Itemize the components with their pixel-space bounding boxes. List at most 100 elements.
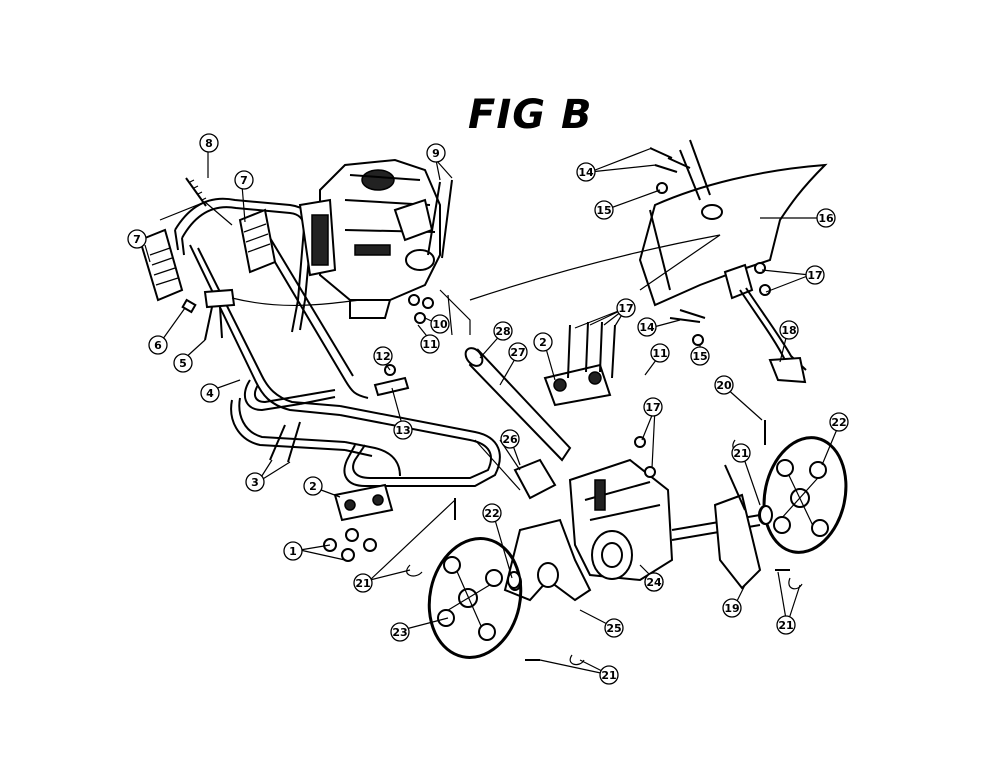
callout-circle	[500, 429, 520, 449]
callout-17: 17	[616, 298, 636, 318]
callout-23: 23	[390, 622, 410, 642]
callout-7: 7	[234, 170, 254, 190]
callout-circle	[245, 472, 265, 492]
callout-number: 23	[392, 626, 407, 639]
callout-21: 21	[731, 443, 751, 463]
callout-number: 25	[606, 622, 621, 635]
callout-18: 18	[779, 320, 799, 340]
engine	[298, 158, 441, 319]
callout-11: 11	[420, 334, 440, 354]
callout-12: 12	[373, 346, 393, 366]
pins-21	[406, 420, 803, 666]
callout-15: 15	[690, 346, 710, 366]
spacer-22-right	[759, 505, 773, 525]
callout-number: 24	[646, 576, 662, 589]
callout-circle	[829, 412, 849, 432]
callout-14: 14	[576, 162, 596, 182]
callout-number: 11	[422, 338, 437, 351]
depth-bar	[723, 263, 807, 384]
callout-circle	[643, 397, 663, 417]
callout-number: 22	[484, 507, 499, 520]
callout-circle	[390, 622, 410, 642]
tine-right	[713, 464, 772, 590]
callout-circle	[690, 346, 710, 366]
shield	[638, 139, 828, 307]
callout-1: 1	[283, 541, 303, 561]
callout-number: 17	[645, 401, 660, 414]
handle-grip-left	[138, 228, 184, 302]
callout-circle	[650, 343, 670, 363]
bracket-26	[513, 458, 557, 500]
callout-number: 12	[375, 350, 390, 363]
clamp-upper	[543, 321, 616, 407]
callout-circle	[393, 420, 413, 440]
callout-14: 14	[637, 317, 657, 337]
callout-number: 4	[206, 387, 214, 400]
callout-2: 2	[533, 332, 553, 352]
callout-19: 19	[722, 598, 742, 618]
callout-layer: 1223456778910111112131414151516171717181…	[127, 133, 849, 685]
callout-number: 15	[596, 204, 611, 217]
callout-number: 3	[251, 476, 259, 489]
callout-circle	[576, 162, 596, 182]
callout-number: 16	[818, 212, 834, 225]
callout-number: 17	[618, 302, 633, 315]
callout-number: 21	[601, 669, 616, 682]
handle-grip-right	[238, 208, 277, 274]
callout-circle	[127, 229, 147, 249]
callout-number: 28	[495, 325, 510, 338]
callout-number: 5	[179, 357, 187, 370]
callout-number: 21	[778, 619, 793, 632]
callout-number: 10	[432, 318, 448, 331]
clamp-lower	[323, 483, 394, 562]
callout-17: 17	[805, 265, 825, 285]
callout-circle	[426, 143, 446, 163]
handle-frame	[174, 197, 501, 487]
clamp-12-13	[373, 364, 410, 397]
callout-number: 15	[692, 350, 707, 363]
callout-3: 3	[245, 472, 265, 492]
callout-circle	[722, 598, 742, 618]
bolt-8	[185, 177, 207, 207]
callout-number: 14	[578, 166, 594, 179]
callout-number: 17	[807, 269, 822, 282]
callout-25: 25	[604, 618, 624, 638]
callout-circle	[731, 443, 751, 463]
callout-number: 14	[639, 321, 655, 334]
callout-circle	[234, 170, 254, 190]
callout-circle	[805, 265, 825, 285]
callout-number: 2	[539, 336, 547, 349]
wheel-left	[427, 537, 523, 659]
callout-28: 28	[493, 321, 513, 341]
callout-circle	[493, 321, 513, 341]
callout-circle	[173, 353, 193, 373]
callout-circle	[508, 342, 528, 362]
callout-13: 13	[393, 420, 413, 440]
callout-circle	[816, 208, 836, 228]
callout-circle	[533, 332, 553, 352]
callout-17: 17	[643, 397, 663, 417]
callout-number: 13	[395, 424, 410, 437]
callout-number: 21	[355, 577, 370, 590]
callout-7: 7	[127, 229, 147, 249]
callout-number: 22	[831, 416, 846, 429]
callout-circle	[599, 665, 619, 685]
callout-number: 1	[289, 545, 297, 558]
callout-16: 16	[816, 208, 836, 228]
callout-circle	[430, 314, 450, 334]
callout-11: 11	[650, 343, 670, 363]
callout-22: 22	[829, 412, 849, 432]
callout-number: 26	[502, 433, 518, 446]
callout-5: 5	[173, 353, 193, 373]
callout-6: 6	[148, 335, 168, 355]
callout-circle	[373, 346, 393, 366]
callout-circle	[714, 375, 734, 395]
wheel-right	[762, 436, 848, 554]
callout-circle	[594, 200, 614, 220]
callout-circle	[776, 615, 796, 635]
callout-number: 20	[716, 379, 732, 392]
assembly-lines	[159, 201, 721, 491]
callout-circle	[779, 320, 799, 340]
